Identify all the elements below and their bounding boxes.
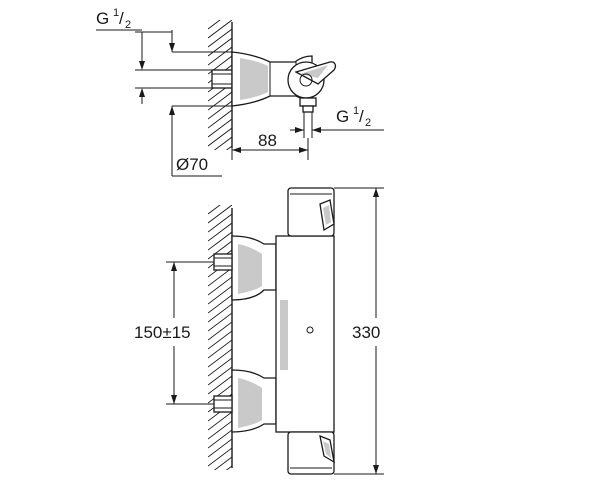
wall-hatch-line (208, 339, 232, 359)
wall-hatch-line (208, 303, 232, 323)
wall-hatch-line (208, 411, 232, 431)
wall-hatch-line (208, 330, 232, 350)
wall-hatch-line (213, 456, 232, 470)
thread-num-top: 1 (113, 7, 119, 19)
projection-dimension: 88 (231, 131, 309, 160)
wall-hatch-line (208, 46, 232, 66)
wall-hatch-line (208, 420, 232, 440)
projection-label: 88 (258, 131, 277, 150)
height-label: 330 (352, 323, 380, 342)
thread-num-bottom: 1 (353, 105, 359, 117)
thread-slash-top: / (119, 9, 124, 28)
wall-hatch-line (208, 475, 232, 493)
outlet-nozzle (299, 97, 317, 138)
wall-section-bottom (208, 205, 233, 493)
wall-hatch-line (208, 357, 232, 377)
wall-hatch-line (208, 155, 232, 173)
center-distance-label: 150±15 (134, 323, 191, 342)
wall-hatch-line (208, 20, 221, 30)
thread-label-top: G (96, 9, 109, 28)
wall-hatch-line (208, 20, 209, 21)
upper-union (213, 235, 277, 301)
thread-den-bottom: 2 (365, 117, 371, 129)
center-distance-dimension: 150±15 (134, 261, 214, 405)
wall-hatch-line (208, 205, 232, 224)
thread-slash-bottom: / (359, 107, 364, 126)
wall-hatch-line (208, 375, 232, 395)
diameter-dimension: Ø70 (169, 30, 232, 177)
wall-hatch-line (208, 276, 232, 296)
wall-hatch-line (208, 267, 232, 287)
wall-hatch-line (208, 312, 232, 332)
wall-hatch-line (225, 145, 232, 150)
wall-hatch-line (208, 321, 232, 341)
handle-knob (287, 61, 337, 99)
inlet-connector (211, 69, 233, 89)
thermostat-body (275, 235, 335, 433)
lower-union (213, 369, 277, 433)
wall-hatch-line (208, 447, 232, 467)
wall-hatch-line (208, 213, 232, 233)
wall-hatch-line (208, 429, 232, 449)
wall-hatch-line (208, 91, 232, 111)
wall-hatch-line (208, 37, 232, 57)
side-view: G 1 / 2 Ø70 88 (96, 7, 384, 177)
front-view: 150±15 330 (134, 187, 384, 493)
thread-dimension-top: G 1 / 2 (96, 7, 215, 104)
temperature-handle (287, 187, 335, 237)
diameter-label: Ø70 (176, 155, 208, 174)
wall-hatch-line (208, 348, 232, 368)
wall-hatch-line (225, 465, 232, 470)
wall-hatch-line (208, 240, 232, 260)
thread-label-bottom: G (336, 107, 349, 126)
height-dimension: 330 (334, 187, 384, 475)
wall-hatch-line (208, 100, 232, 120)
wall-hatch-line (208, 205, 221, 215)
wall-hatch-line (208, 231, 232, 251)
wall-hatch-line (208, 127, 232, 147)
wall-hatch-line (208, 294, 232, 314)
wall-hatch-line (208, 366, 232, 386)
wall-hatch-line (208, 205, 209, 206)
flow-handle (287, 431, 335, 475)
wall-hatch-line (208, 118, 232, 138)
thread-dimension-bottom: G 1 / 2 (290, 105, 384, 133)
wall-hatch-line (208, 438, 232, 458)
thread-den-top: 2 (125, 19, 131, 31)
wall-hatch-line (208, 222, 232, 242)
wall-hatch-line (208, 285, 232, 305)
wall-hatch-line (208, 20, 232, 39)
wall-hatch-line (213, 136, 232, 150)
wall-hatch-line (208, 109, 232, 129)
wall-hatch-line (208, 384, 232, 404)
wall-hatch-line (208, 28, 232, 48)
